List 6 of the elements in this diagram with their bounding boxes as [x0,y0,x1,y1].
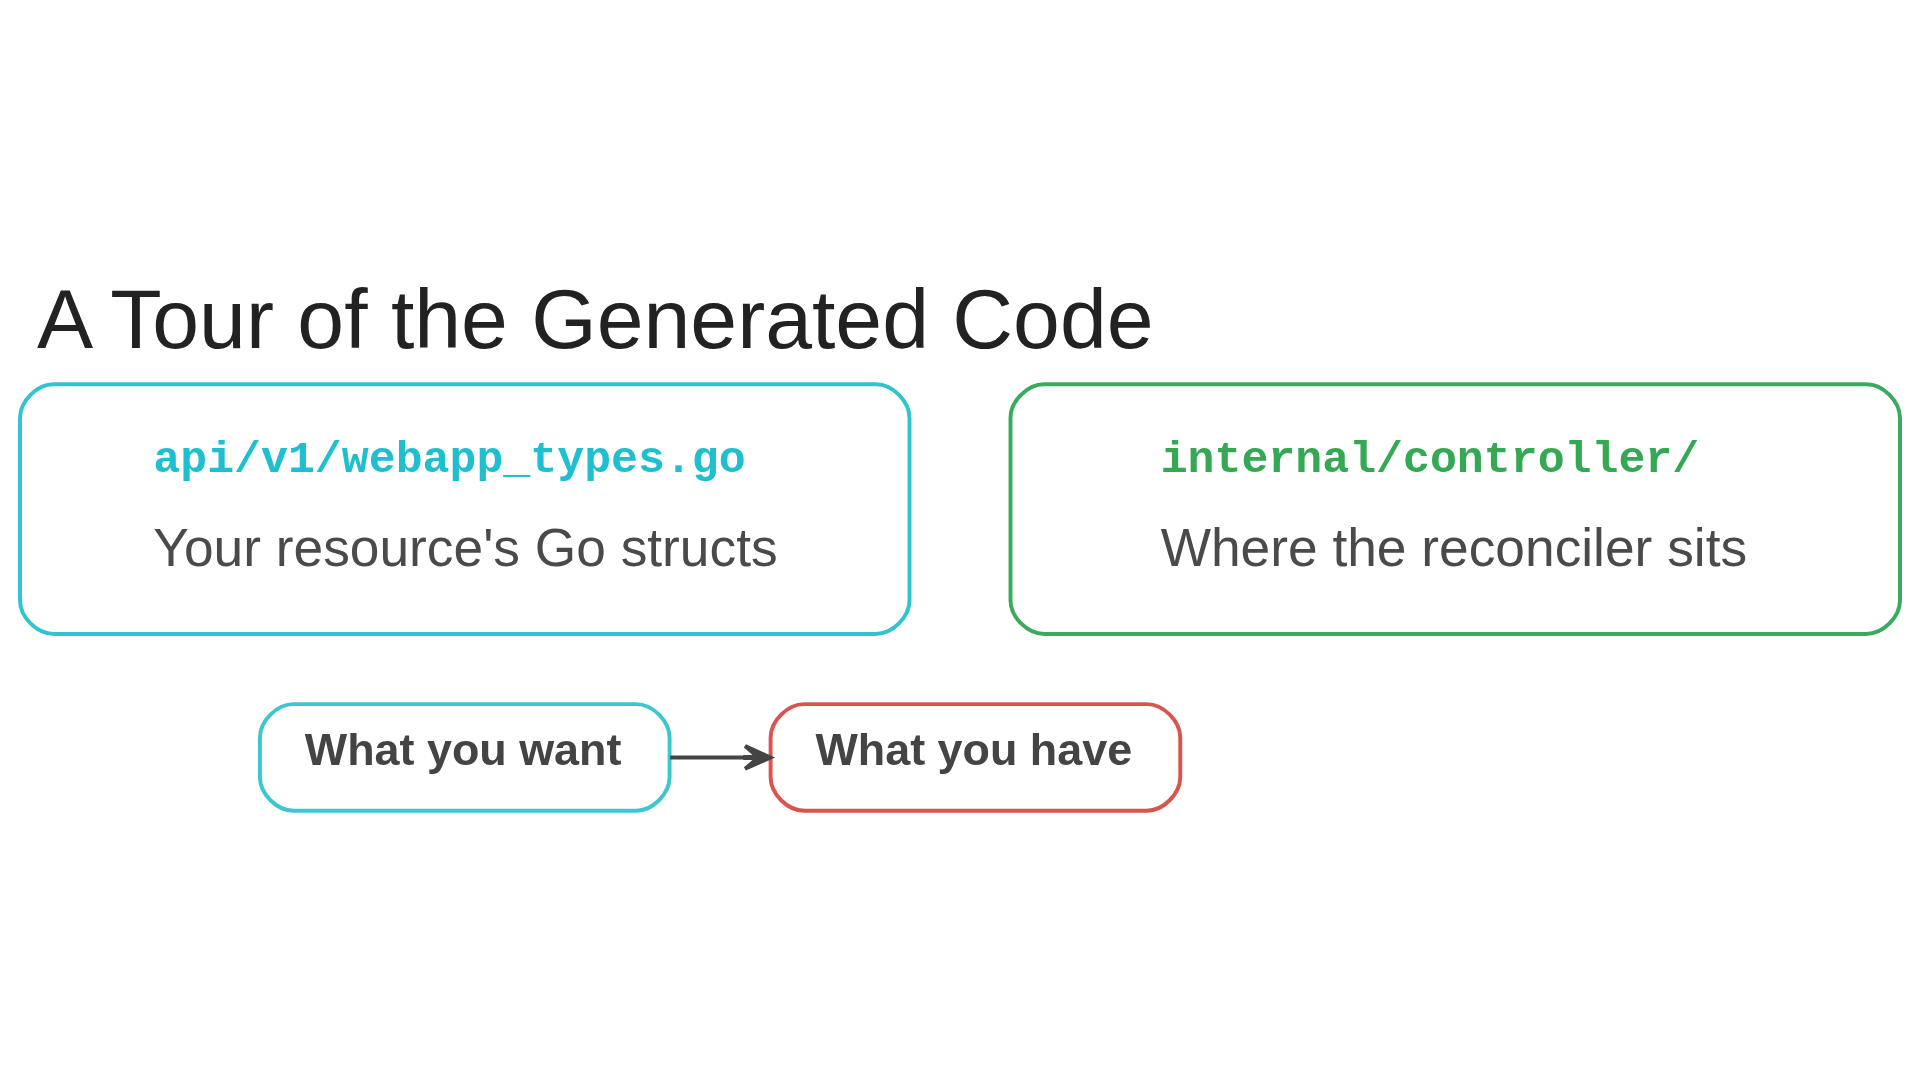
arrow [670,744,773,771]
node-box: internal/controller/ Where the reconciler sits [1008,382,1902,636]
node-box: What you have [768,702,1183,813]
diagram-title: A Tour of the Generated Code [36,271,1154,366]
node-box: api/v1/webapp_types.go Your resource's Go structs [18,382,912,636]
node-box: What you want [257,702,672,813]
